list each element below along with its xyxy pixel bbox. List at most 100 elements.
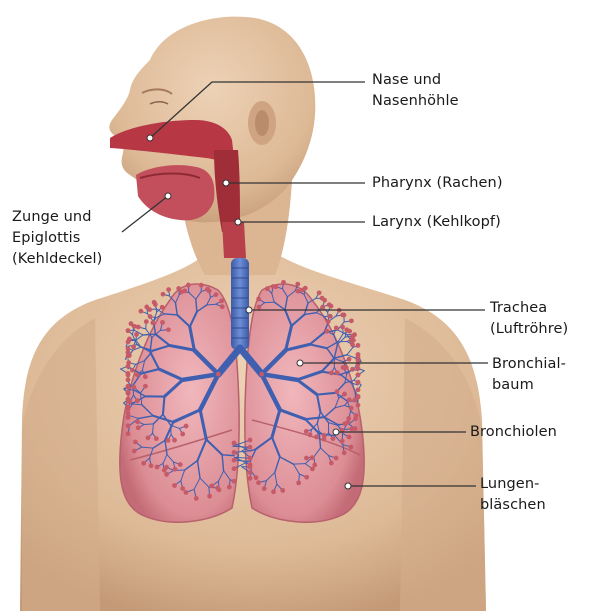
alveolus bbox=[166, 327, 171, 332]
alveolus bbox=[248, 445, 253, 450]
label-trachea: Trachea (Luftröhre) bbox=[490, 298, 568, 340]
alveolus bbox=[356, 343, 361, 348]
bronchus-branch bbox=[144, 424, 153, 425]
alveolus bbox=[256, 480, 261, 485]
alveolus bbox=[334, 456, 339, 461]
alveolus bbox=[331, 436, 336, 441]
alveolus bbox=[143, 374, 148, 379]
alveolus bbox=[126, 423, 131, 428]
alveolus bbox=[126, 364, 131, 369]
alveolus bbox=[132, 449, 137, 454]
alveolus bbox=[328, 314, 333, 319]
alveolus bbox=[194, 496, 199, 501]
alveolus bbox=[147, 307, 152, 312]
alveolus bbox=[172, 483, 177, 488]
alveolus bbox=[295, 282, 300, 287]
alveolus bbox=[342, 313, 347, 318]
alveolus bbox=[146, 435, 151, 440]
alveolus bbox=[347, 397, 352, 402]
alveolus bbox=[265, 286, 270, 291]
alveolus bbox=[274, 284, 279, 289]
alveolus bbox=[216, 372, 221, 377]
alveolus bbox=[262, 486, 267, 491]
alveolus bbox=[214, 292, 219, 297]
alveolus bbox=[141, 461, 146, 466]
alveolus bbox=[215, 486, 220, 491]
alveolus bbox=[345, 420, 350, 425]
alveolus bbox=[232, 466, 237, 471]
alveolus bbox=[303, 286, 308, 291]
alveolus bbox=[351, 338, 356, 343]
alveolus bbox=[232, 458, 237, 463]
alveolus bbox=[126, 371, 131, 376]
alveolus bbox=[161, 292, 166, 297]
alveolus bbox=[342, 392, 347, 397]
alveolus bbox=[342, 450, 347, 455]
alveolus bbox=[227, 485, 232, 490]
label-bronchiolen: Bronchiolen bbox=[470, 422, 557, 443]
alveolus bbox=[257, 305, 262, 310]
alveolus bbox=[126, 405, 131, 410]
alveolus bbox=[353, 416, 358, 421]
alveolus bbox=[248, 456, 253, 461]
alveolus bbox=[135, 398, 140, 403]
alveolus bbox=[310, 455, 315, 460]
alveolus bbox=[126, 377, 131, 382]
alveolus bbox=[173, 467, 178, 472]
alveolus bbox=[186, 283, 191, 288]
alveolus bbox=[130, 368, 135, 373]
alveolus bbox=[351, 333, 356, 338]
alveolus bbox=[135, 419, 140, 424]
alveolus bbox=[220, 304, 225, 309]
alveolus bbox=[308, 432, 313, 437]
alveolus bbox=[304, 429, 309, 434]
alveolus bbox=[139, 309, 144, 314]
alveolus bbox=[162, 468, 167, 473]
alveolus bbox=[322, 298, 327, 303]
alveolus bbox=[126, 415, 131, 420]
alveolus bbox=[232, 441, 237, 446]
alveolus bbox=[178, 462, 183, 467]
alveolus bbox=[329, 371, 334, 376]
right-arm-shadow bbox=[400, 318, 486, 611]
alveolus bbox=[296, 480, 301, 485]
bronchus-branch bbox=[293, 464, 305, 465]
alveolus bbox=[134, 332, 139, 337]
label-lungenblaeschen: Lungen- bläschen bbox=[480, 474, 546, 516]
alveolus bbox=[271, 489, 276, 494]
alveolus bbox=[347, 435, 352, 440]
label-larynx: Larynx (Kehlkopf) bbox=[372, 212, 501, 233]
alveolus bbox=[322, 433, 327, 438]
alveolus bbox=[207, 494, 212, 499]
larynx bbox=[222, 222, 246, 258]
alveolus bbox=[166, 438, 171, 443]
alveolus bbox=[341, 365, 346, 370]
alveolus bbox=[324, 329, 329, 334]
alveolus bbox=[154, 436, 159, 441]
alveolus bbox=[356, 352, 361, 357]
alveolus bbox=[335, 389, 340, 394]
alveolus bbox=[296, 289, 301, 294]
alveolus bbox=[248, 462, 253, 467]
alveolus bbox=[199, 283, 204, 288]
alveolus bbox=[349, 445, 354, 450]
alveolus bbox=[164, 472, 169, 477]
alveolus bbox=[344, 327, 349, 332]
alveolus bbox=[155, 465, 160, 470]
alveolus bbox=[184, 424, 189, 429]
alveolus bbox=[126, 385, 131, 390]
alveolus bbox=[150, 320, 155, 325]
alveolus bbox=[259, 372, 264, 377]
alveolus bbox=[180, 486, 185, 491]
alveolus bbox=[304, 475, 309, 480]
alveolus bbox=[254, 475, 259, 480]
alveolus bbox=[350, 342, 355, 347]
alveolus bbox=[184, 490, 189, 495]
alveolus bbox=[180, 432, 185, 437]
alveolus bbox=[329, 304, 334, 309]
alveolus bbox=[356, 387, 361, 392]
alveolus bbox=[126, 340, 131, 345]
label-nase: Nase und Nasenhöhle bbox=[372, 70, 459, 112]
alveolus bbox=[356, 403, 361, 408]
alveolus bbox=[304, 456, 309, 461]
